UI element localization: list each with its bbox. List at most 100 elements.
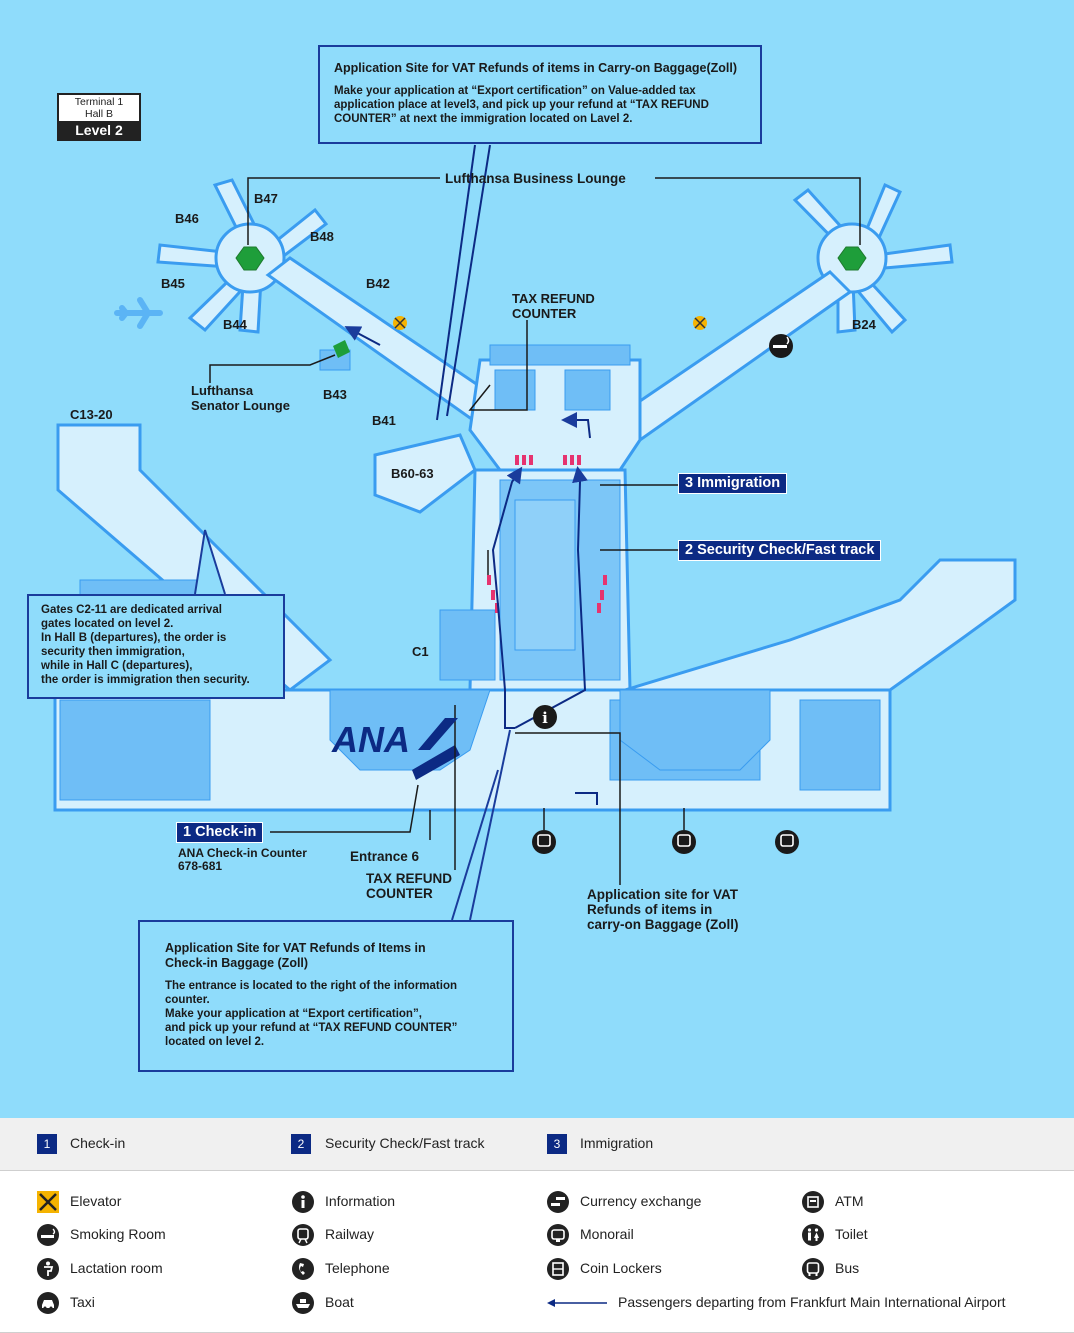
lufthansa-lounge-right-marker [837, 246, 867, 271]
vat-carry-line2: Refunds of items in [587, 902, 713, 917]
gate-b42: B42 [366, 276, 390, 291]
tax-refund-line1: TAX REFUND [366, 871, 452, 886]
ana-logo: ANA [331, 719, 410, 760]
gate-c1: C1 [412, 644, 429, 659]
legend-label: Elevator [70, 1193, 122, 1209]
lactation-room-icon [37, 1258, 59, 1280]
step-number-badge: 2 [291, 1134, 311, 1154]
smoking-room-icon [37, 1224, 59, 1246]
airport-map: i ANA Terminal 1 Hall B Level 2 [0, 0, 1074, 1118]
gates-c-callout: Gates C2-11 are dedicated arrival gates … [27, 594, 285, 699]
callout-title: Application Site for VAT Refunds of Item… [165, 941, 426, 970]
gate-b60-63: B60-63 [391, 466, 434, 481]
legend-label: Boat [325, 1294, 354, 1310]
information-icon [292, 1191, 314, 1213]
step-label: Check-in [70, 1135, 126, 1151]
security-step-tag: 2 Security Check/Fast track [678, 540, 882, 561]
smoking-room-marker [769, 334, 793, 358]
atm-icon [802, 1191, 824, 1213]
monorail-icon [547, 1224, 569, 1246]
elevator-markers [393, 316, 707, 330]
taxi-icon [37, 1292, 59, 1314]
lufthansa-business-lounge-label: Lufthansa Business Lounge [445, 171, 626, 186]
gate-b46: B46 [175, 211, 199, 226]
security-counters [487, 575, 607, 613]
departure-flow-lines [344, 144, 598, 805]
legend-label: Monorail [580, 1226, 634, 1242]
legend-label: Telephone [325, 1260, 390, 1276]
legend-label: Smoking Room [70, 1226, 166, 1242]
ana-counter-line1: ANA Check-in Counter [178, 846, 307, 860]
legend-label: ATM [835, 1193, 864, 1209]
legend-label: Bus [835, 1260, 860, 1276]
tax-refund-line2: COUNTER [512, 306, 577, 321]
immigration-step-tag: 3 Immigration [678, 473, 788, 494]
arrow-line-icon [547, 1295, 609, 1311]
gate-b45: B45 [161, 276, 185, 291]
bus-markers [532, 830, 799, 854]
leader-lines [209, 177, 861, 885]
step-label: Security Check/Fast track [325, 1135, 485, 1151]
hall-name: Hall B [84, 108, 113, 120]
legend-label: Taxi [70, 1294, 95, 1310]
gates-callout-pointer [194, 529, 226, 595]
senator-label-line2: Senator Lounge [191, 398, 290, 413]
gate-b47: B47 [254, 191, 278, 206]
checkin-step-tag: 1 Check-in [176, 822, 264, 843]
railway-icon [292, 1224, 314, 1246]
terminal-floorplan: i ANA [53, 144, 1017, 921]
entrance-label: Entrance 6 [350, 849, 420, 864]
legend-label: Railway [325, 1226, 375, 1242]
immigration-counters [515, 455, 581, 465]
tax-refund-line2: COUNTER [366, 886, 433, 901]
legend-icons: Elevator Information Currency exchange A… [0, 1170, 1074, 1333]
terminal-name: Terminal 1 [74, 96, 124, 108]
step-label: Immigration [580, 1135, 654, 1151]
ana-checkin-counter [412, 745, 460, 780]
vat-carry-line3: carry-on Baggage (Zoll) [587, 917, 739, 932]
callout-body: The entrance is located to the right of … [165, 980, 458, 1048]
legend-label: Lactation room [70, 1260, 163, 1276]
information-marker: i [533, 705, 557, 729]
callout-title: Application Site for VAT Refunds of item… [334, 61, 738, 75]
bus-icon [802, 1258, 824, 1280]
carry-on-vat-callout: Application Site for VAT Refunds of item… [318, 45, 762, 144]
senator-lounge-marker [333, 340, 350, 358]
callout-pointer [469, 729, 511, 921]
senator-label-line1: Lufthansa [191, 383, 254, 398]
legend-label: Information [325, 1193, 396, 1209]
toilet-icon [802, 1224, 824, 1246]
gate-b44: B44 [223, 317, 247, 332]
gate-c13-20: C13-20 [70, 407, 113, 422]
ana-counter-line2: 678-681 [178, 859, 223, 873]
legend-label: Currency exchange [580, 1193, 702, 1209]
gate-b43: B43 [323, 387, 347, 402]
legend-label: Passengers departing from Frankfurt Main… [618, 1294, 1006, 1310]
checkin-vat-callout: Application Site for VAT Refunds of Item… [138, 920, 514, 1072]
elevator-icon [37, 1191, 59, 1213]
step-number-badge: 1 [37, 1134, 57, 1154]
vat-carry-line1: Application site for VAT [587, 887, 739, 902]
lufthansa-lounge-left-marker [235, 246, 265, 271]
level-label: Level 2 [59, 121, 139, 139]
gate-b24: B24 [852, 317, 876, 332]
bus-stop-lines [543, 808, 685, 830]
callout-body: Gates C2-11 are dedicated arrival gates … [41, 604, 250, 686]
legend-label: Coin Lockers [580, 1260, 662, 1276]
callout-pointer-2 [451, 769, 499, 921]
step-number-badge: 3 [547, 1134, 567, 1154]
tax-refund-line1: TAX REFUND [512, 291, 595, 306]
coin-lockers-icon [547, 1258, 569, 1280]
gate-b41: B41 [372, 413, 396, 428]
callout-body: Make your application at “Export certifi… [334, 85, 709, 125]
gate-b48: B48 [310, 229, 334, 244]
legend-label: Toilet [835, 1226, 868, 1242]
terminal-level-badge: Terminal 1 Hall B Level 2 [57, 93, 141, 141]
currency-exchange-icon [547, 1191, 569, 1213]
boat-icon [292, 1292, 314, 1314]
